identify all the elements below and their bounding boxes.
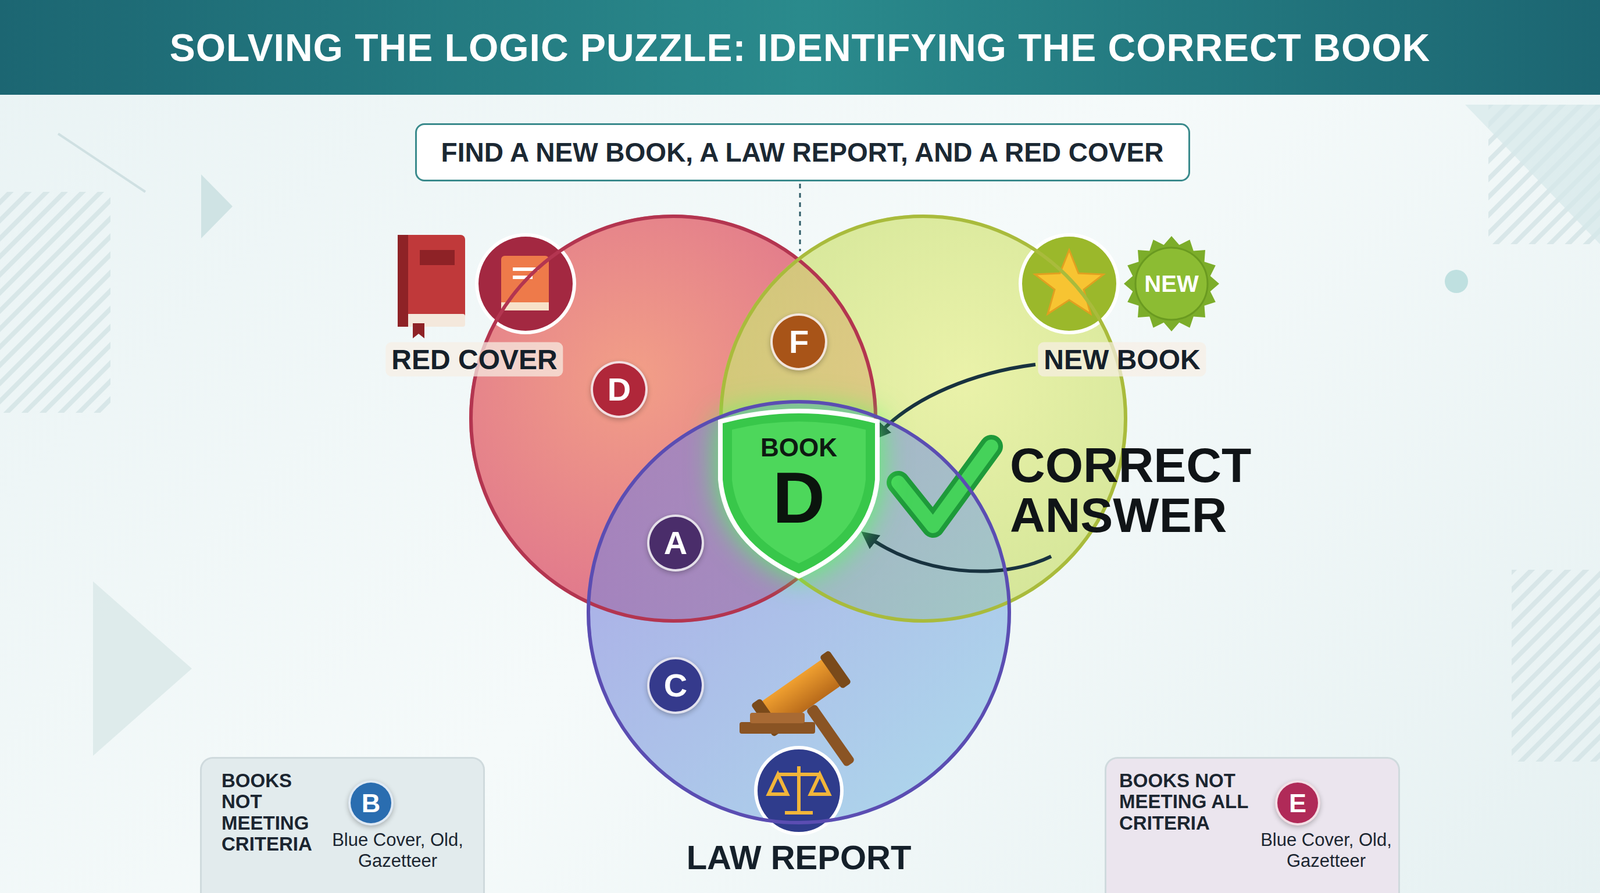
letter-badge: B: [348, 780, 394, 826]
panel-description: Blue Cover, Old, Gazetteer: [325, 829, 471, 871]
letter-badge: E: [1275, 780, 1321, 826]
letter-text: C: [663, 669, 688, 702]
label-slot: Blue Cover, Old, Gazetteer: [325, 829, 471, 871]
letter-badge: C: [647, 656, 705, 714]
label-slot: NEW: [1144, 270, 1199, 298]
panel-heading: BOOKS NOT MEETING CRITERIA: [221, 770, 336, 855]
panel-heading: BOOKS NOT MEETING ALL CRITERIA: [1119, 770, 1268, 834]
letter-badge: D: [590, 361, 648, 419]
letter-text: E: [1288, 790, 1307, 817]
shield-letter: D: [772, 461, 825, 534]
circle-outline: [586, 400, 1012, 825]
task-text: FIND A NEW BOOK, A LAW REPORT, AND A RED…: [441, 136, 1164, 169]
set-label: RED COVER: [391, 343, 557, 376]
answer-shield: BOOKD: [714, 404, 884, 579]
shield-heading: BOOK: [760, 434, 838, 462]
letter-badge: A: [647, 514, 705, 572]
letter-text: D: [607, 373, 631, 406]
label-slot: NEW BOOK: [1037, 342, 1206, 377]
label-slot: RED COVER: [385, 342, 563, 377]
letter-text: B: [361, 790, 381, 817]
answer-callout: CORRECT ANSWER: [1009, 440, 1301, 541]
set-label: LAW REPORT: [686, 837, 912, 877]
venn-circle: LAW REPORTC: [586, 400, 1012, 825]
label-slot: CORRECT ANSWER: [1009, 440, 1301, 541]
panel-description: Blue Cover, Old, Gazetteer: [1253, 829, 1399, 871]
label-slot: Blue Cover, Old, Gazetteer: [1253, 829, 1399, 871]
seal-text: NEW: [1144, 270, 1199, 298]
letter-text: F: [788, 325, 809, 359]
label-slot: BOOKS NOT MEETING ALL CRITERIA: [1119, 770, 1268, 834]
label-slot: BOOKS NOT MEETING CRITERIA: [221, 770, 336, 855]
task-box: FIND A NEW BOOK, A LAW REPORT, AND A RED…: [415, 123, 1191, 182]
info-panel: BOOKS NOT MEETING CRITERIABlue Cover, Ol…: [200, 756, 485, 893]
label-slot: LAW REPORT: [680, 836, 918, 878]
letter-badge: F: [770, 313, 828, 371]
letter-text: A: [663, 526, 688, 560]
info-panel: BOOKS NOT MEETING ALL CRITERIABlue Cover…: [1104, 756, 1400, 893]
title-text: SOLVING THE LOGIC PUZZLE: IDENTIFYING TH…: [169, 25, 1431, 70]
set-label: NEW BOOK: [1043, 343, 1200, 376]
header-band: SOLVING THE LOGIC PUZZLE: IDENTIFYING TH…: [0, 0, 1600, 95]
